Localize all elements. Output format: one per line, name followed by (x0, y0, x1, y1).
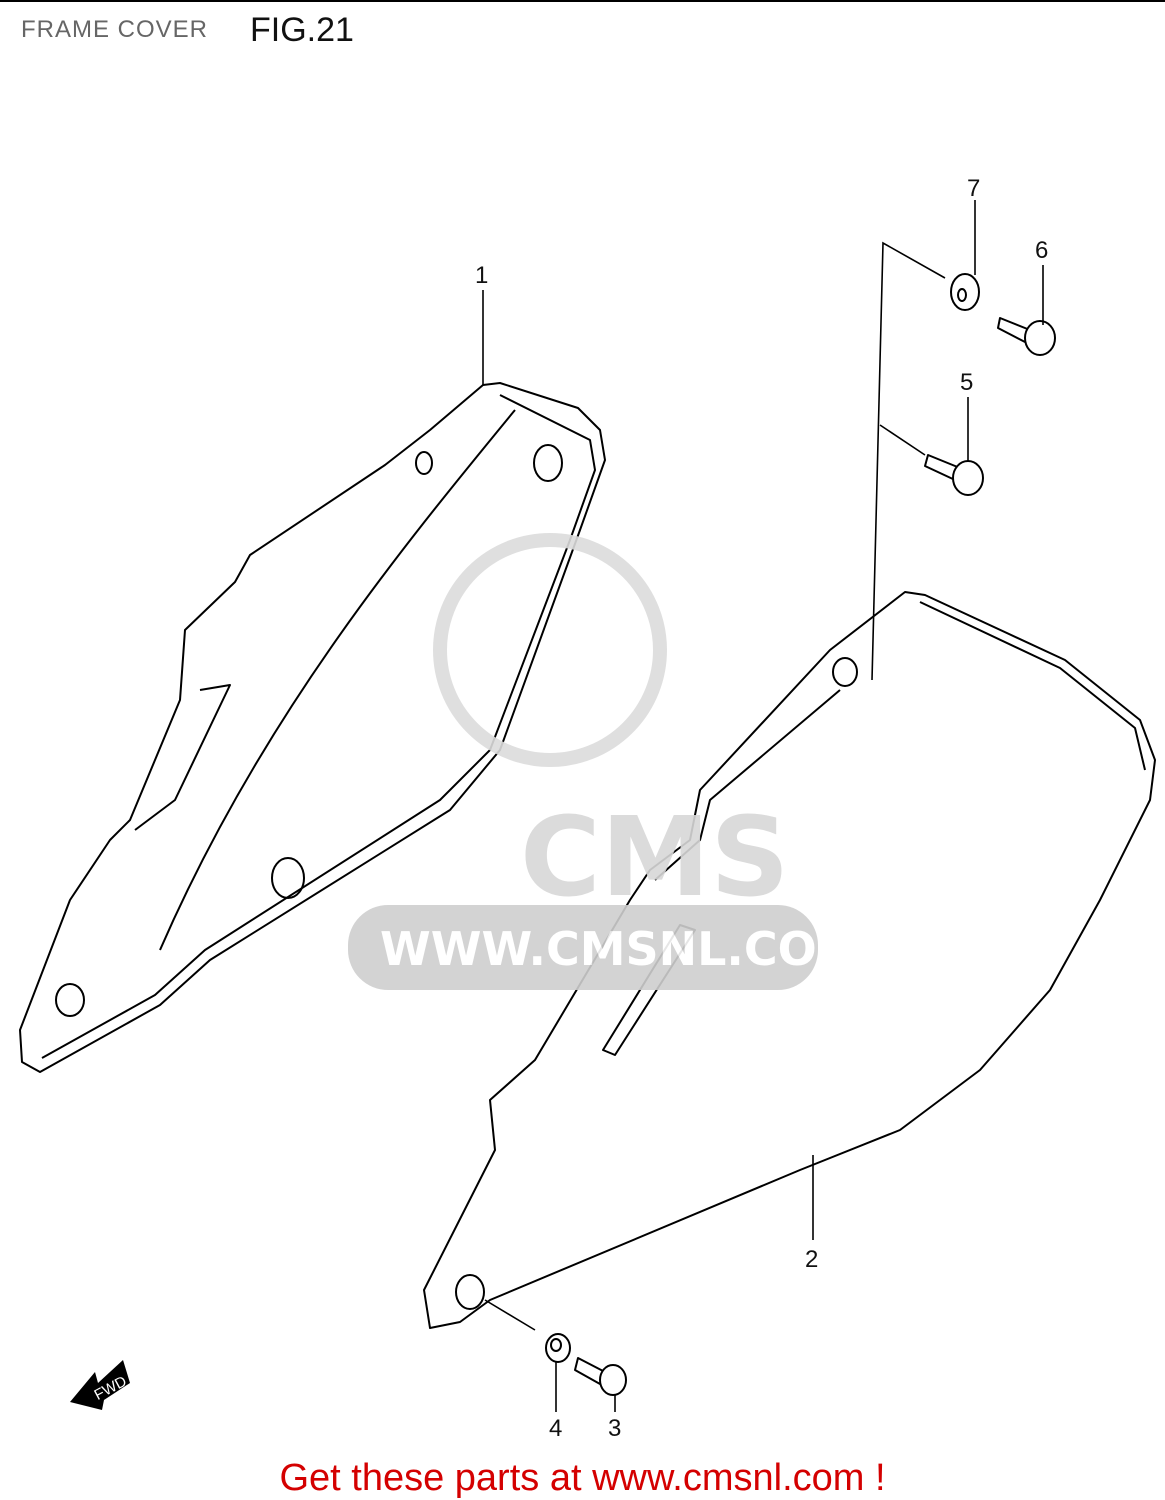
part-number-labels: 1 2 3 4 5 6 7 (475, 175, 1048, 1442)
part-3-bolt (574, 1357, 627, 1396)
callout-1: 1 (475, 262, 488, 289)
part-4-grommet (545, 1333, 571, 1363)
figure-number: FIG.21 (250, 11, 354, 49)
fwd-arrow-icon: FWD (70, 1360, 130, 1410)
watermark: CMS WWW.CMSNL.COM (348, 533, 863, 990)
part-7-washer (950, 273, 980, 311)
section-title: FRAME COVER (21, 16, 209, 43)
part-6-bolt (997, 317, 1056, 356)
top-border (0, 0, 1165, 2)
callout-5: 5 (960, 369, 973, 396)
promo-link[interactable]: Get these parts at www.cmsnl.com ! (279, 1457, 886, 1499)
svg-text:WWW.CMSNL.COM: WWW.CMSNL.COM (380, 922, 863, 976)
callout-3: 3 (608, 1415, 621, 1442)
callout-7: 7 (967, 175, 980, 202)
part-1-frame-cover-left (19, 382, 606, 1073)
part-5-bolt (924, 454, 984, 496)
svg-text:CMS: CMS (520, 793, 789, 921)
callout-6: 6 (1035, 237, 1048, 264)
part-2-frame-cover-right (423, 591, 1156, 1329)
callout-2: 2 (805, 1246, 818, 1273)
leader-lines (482, 200, 1044, 1412)
callout-4: 4 (549, 1415, 562, 1442)
